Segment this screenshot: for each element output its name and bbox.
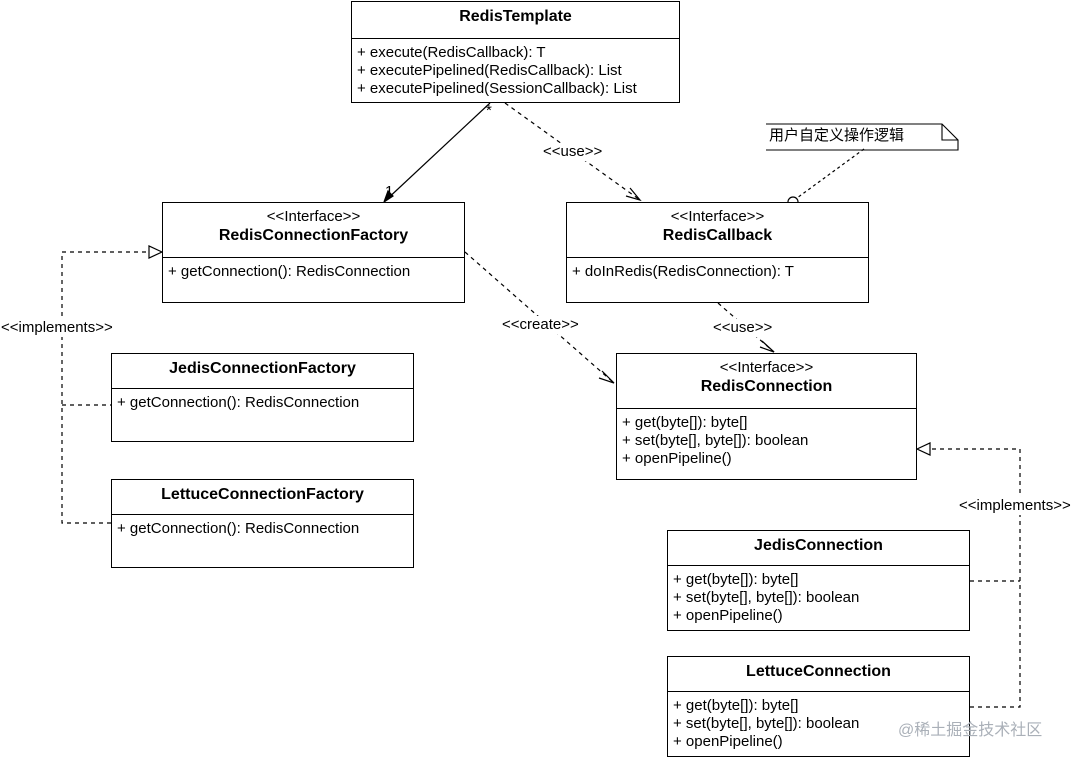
multiplicity-one-label: 1	[385, 183, 394, 200]
watermark: @稀土掘金技术社区	[898, 722, 1043, 739]
operation: + executePipelined(SessionCallback): Lis…	[357, 80, 637, 97]
association-line	[383, 102, 491, 203]
use-connection-arrowhead	[759, 340, 775, 353]
class-name: RedisConnection	[700, 378, 833, 395]
operations: + getConnection(): RedisConnection	[163, 258, 464, 281]
operation: + get(byte[]): byte[]	[673, 697, 799, 714]
operation: + getConnection(): RedisConnection	[168, 263, 411, 280]
operation: + doInRedis(RedisConnection): T	[572, 263, 794, 280]
implements-right-line	[930, 448, 1021, 708]
stereotype: <<Interface>>	[266, 208, 361, 225]
operation: + executePipelined(RedisCallback): List	[357, 62, 622, 79]
operation: + getConnection(): RedisConnection	[117, 520, 360, 537]
note-text: 用户自定义操作逻辑	[769, 127, 905, 144]
operations: + getConnection(): RedisConnection	[112, 515, 413, 538]
note-fold	[941, 124, 958, 141]
implements-right-label: <<implements>>	[959, 497, 1071, 515]
association-arrowhead	[383, 189, 394, 203]
class-name: RedisConnectionFactory	[218, 227, 409, 244]
class-name: RedisTemplate	[459, 8, 572, 25]
operation: + get(byte[]): byte[]	[622, 414, 748, 431]
class-lettuce-connection-factory: LettuceConnectionFactory + getConnection…	[111, 479, 414, 568]
class-name: RedisCallback	[662, 227, 773, 244]
class-name: LettuceConnectionFactory	[161, 486, 364, 503]
implements-left-line	[61, 251, 150, 524]
class-redis-template: RedisTemplate + execute(RedisCallback): …	[351, 1, 680, 103]
class-redis-callback: <<Interface>> RedisCallback + doInRedis(…	[566, 202, 869, 303]
implements-right-arrowhead	[915, 442, 931, 456]
operation: + set(byte[], byte[]): boolean	[673, 715, 860, 732]
class-jedis-connection: JedisConnection + get(byte[]): byte[] + …	[667, 530, 970, 631]
stereotype: <<Interface>>	[719, 359, 814, 376]
operations: + get(byte[]): byte[] + set(byte[], byte…	[668, 692, 969, 751]
class-name: JedisConnectionFactory	[169, 360, 356, 377]
operations: + getConnection(): RedisConnection	[112, 389, 413, 412]
operations: + get(byte[]): byte[] + set(byte[], byte…	[617, 409, 916, 468]
operation: + openPipeline()	[673, 733, 783, 750]
create-arrowhead	[598, 370, 615, 384]
operations: + doInRedis(RedisConnection): T	[567, 258, 868, 281]
implements-left-label: <<implements>>	[1, 319, 113, 337]
class-name: LettuceConnection	[746, 663, 891, 680]
operations: + get(byte[]): byte[] + set(byte[], byte…	[668, 566, 969, 625]
use-connection-label: <<use>>	[713, 319, 773, 337]
operation: + openPipeline()	[673, 607, 783, 624]
stereotype: <<Interface>>	[670, 208, 765, 225]
class-jedis-connection-factory: JedisConnectionFactory + getConnection()…	[111, 353, 414, 442]
operation: + set(byte[], byte[]): boolean	[673, 589, 860, 606]
operation: + set(byte[], byte[]): boolean	[622, 432, 809, 449]
class-redis-connection: <<Interface>> RedisConnection + get(byte…	[616, 353, 917, 480]
multiplicity-many-label: *	[486, 102, 492, 119]
implements-left-arrowhead	[148, 245, 164, 259]
class-redis-connection-factory: <<Interface>> RedisConnectionFactory + g…	[162, 202, 465, 303]
class-lettuce-connection: LettuceConnection + get(byte[]): byte[] …	[667, 656, 970, 757]
operation: + openPipeline()	[622, 450, 732, 467]
use-callback-label: <<use>>	[543, 143, 603, 161]
operations: + execute(RedisCallback): T + executePip…	[352, 39, 679, 98]
operation: + execute(RedisCallback): T	[357, 44, 546, 61]
operation: + get(byte[]): byte[]	[673, 571, 799, 588]
note-anchor-line	[796, 148, 865, 199]
create-label: <<create>>	[502, 316, 579, 334]
class-name: JedisConnection	[754, 537, 883, 554]
use-callback-arrowhead	[625, 187, 642, 202]
operation: + getConnection(): RedisConnection	[117, 394, 360, 411]
